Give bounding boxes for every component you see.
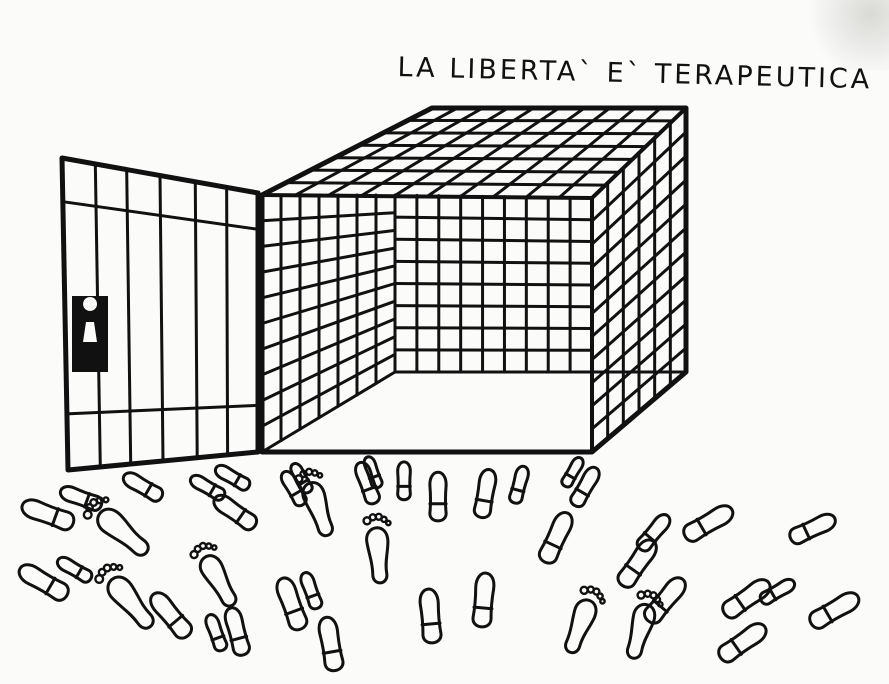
shoeprint-icon [717, 622, 768, 664]
shoeprint-icon [635, 513, 672, 553]
paper-smudge [799, 0, 889, 70]
shoeprint-icon [223, 606, 251, 657]
footprints-icon [17, 455, 861, 673]
keyhole-icon [83, 297, 98, 342]
shoeprint-icon [418, 587, 443, 645]
open-barred-door-icon [59, 155, 261, 473]
shoeprint-icon [616, 538, 658, 589]
shoeprint-icon [560, 456, 585, 489]
shoeprint-icon [471, 571, 496, 629]
shoeprint-icon [55, 555, 94, 584]
shoeprint-icon [472, 468, 498, 520]
shoeprint-icon [758, 577, 797, 606]
shoeprint-icon [537, 511, 574, 565]
bare-footprint-icon [82, 496, 150, 557]
shoeprint-icon [289, 462, 314, 495]
shoeprint-icon [721, 578, 772, 620]
shoeprint-icon [788, 512, 837, 546]
shoeprint-icon [682, 504, 735, 543]
bare-footprint-icon [189, 541, 238, 608]
shoeprint-icon [275, 576, 309, 632]
shoeprint-icon [204, 613, 229, 653]
bare-footprint-icon [564, 585, 606, 655]
shoeprint-icon [212, 493, 259, 532]
empty-cage-icon [259, 105, 689, 455]
bare-footprint-icon [362, 512, 392, 585]
bare-footprint-icon [294, 467, 334, 538]
shoeprint-icon [808, 591, 861, 630]
shoeprint-icon [317, 615, 345, 673]
shoeprint-icon [643, 576, 687, 625]
shoeprint-icon [188, 473, 227, 502]
shoeprint-icon [362, 455, 384, 490]
shoeprint-icon [279, 469, 308, 508]
shoeprint-icon [149, 591, 193, 640]
shoeprint-icon [20, 498, 76, 532]
bare-footprint-icon [625, 589, 664, 660]
shoeprint-icon [508, 464, 530, 505]
shoeprint-icon [396, 460, 412, 502]
shoeprint-icon [569, 465, 601, 509]
shoeprint-icon [299, 571, 324, 611]
bare-footprint-icon [94, 562, 155, 630]
shoeprint-icon [428, 470, 448, 523]
shoeprint-icon [17, 563, 70, 602]
shoeprint-icon [121, 471, 165, 503]
shoeprint-icon [213, 463, 252, 492]
